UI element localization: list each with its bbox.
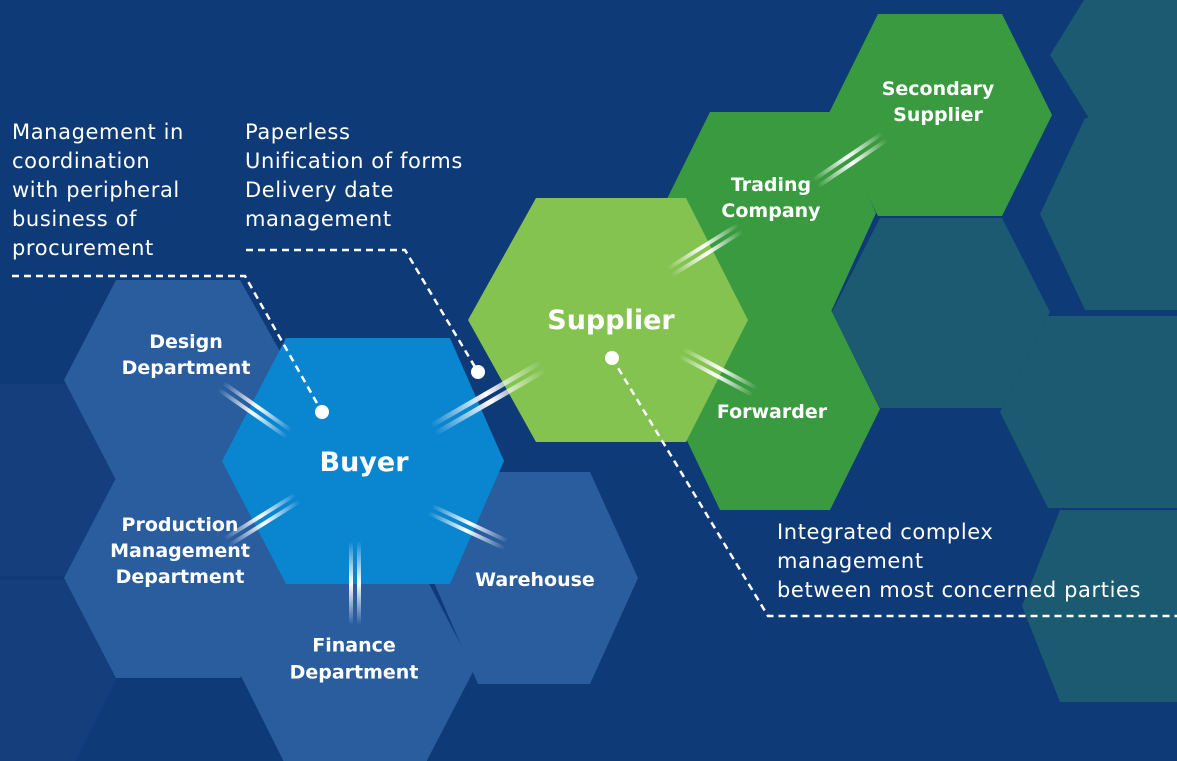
warehouse-label: Warehouse <box>475 569 595 591</box>
callout-dots <box>315 351 619 419</box>
supplier-hex <box>468 198 748 442</box>
callout-dot-buyer <box>315 405 329 419</box>
ghost-hex-4 <box>1000 316 1177 508</box>
callout-lines <box>12 248 1177 618</box>
finance-department-hex <box>238 570 474 761</box>
ghost-hex-2 <box>1040 118 1177 310</box>
callout-dot-supplier <box>605 351 619 365</box>
supplier-label: Supplier <box>547 305 675 336</box>
buyer-group <box>64 280 638 761</box>
connector-design-buyer <box>217 381 293 439</box>
supplier-group <box>468 14 1052 510</box>
forwarder-label: Forwarder <box>717 401 828 423</box>
annotation-paperless: Paperless Unification of forms Delivery … <box>245 120 463 231</box>
warehouse-hex <box>432 472 638 684</box>
ghost-hex-left-2 <box>0 580 118 761</box>
connector-warehouse-buyer <box>428 504 508 550</box>
connector-supplier-trading <box>666 223 744 277</box>
ghost-hex-left-1 <box>0 384 118 576</box>
design-department-hex <box>64 280 296 480</box>
ghost-hex-3 <box>832 218 1050 408</box>
ghost-hex-5 <box>1022 510 1177 702</box>
connectors <box>217 132 888 625</box>
annotation-peripheral: Management in coordination with peripher… <box>12 120 184 260</box>
buyer-hex <box>222 338 504 584</box>
connector-finance-buyer <box>349 541 361 625</box>
connector-buyer-supplier <box>429 360 547 436</box>
callout-line-peripheral <box>12 274 324 413</box>
connector-supplier-forwarder <box>678 347 758 397</box>
ghost-hex-1 <box>1050 0 1177 120</box>
callout-dot-connector <box>471 365 485 379</box>
secondary-supplier-hex <box>828 14 1052 216</box>
annotation-integrated: Integrated complex management between mo… <box>777 520 1142 602</box>
connector-trading-secondary <box>812 132 888 188</box>
callout-line-integrated <box>610 357 1177 618</box>
callout-line-paperless <box>246 248 480 373</box>
buyer-label: Buyer <box>319 447 409 478</box>
connector-production-buyer <box>223 493 301 547</box>
